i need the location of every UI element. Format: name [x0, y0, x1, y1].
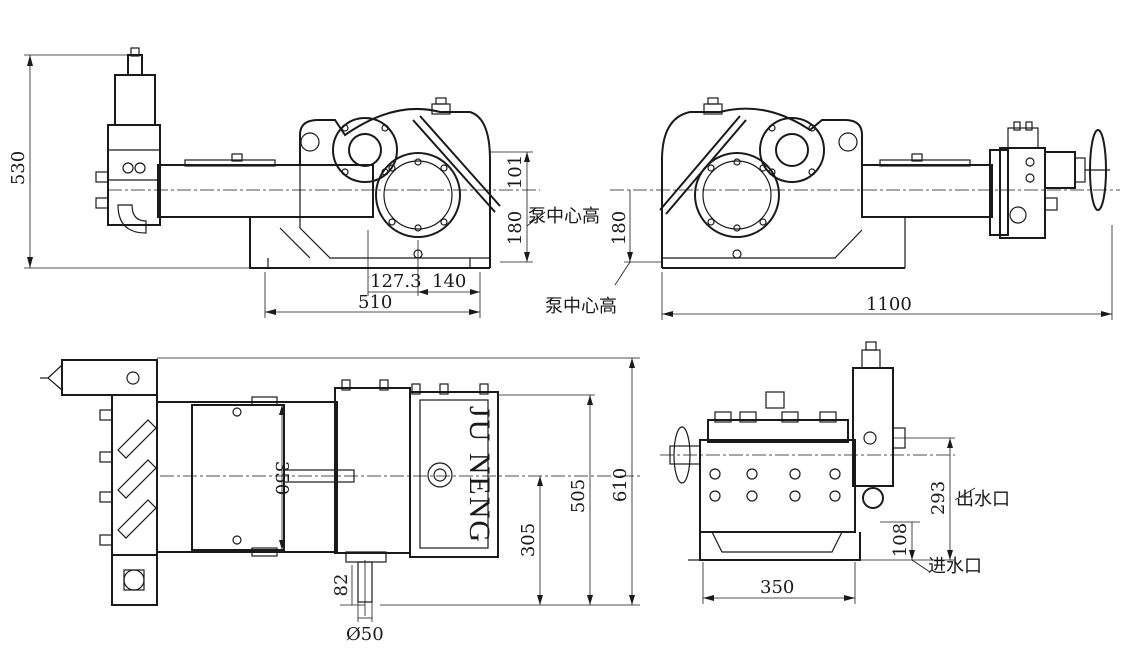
dim-305: 305 — [518, 523, 539, 557]
dim-140: 140 — [432, 271, 466, 292]
dim-505: 505 — [568, 479, 589, 513]
side-view-right — [610, 97, 1120, 320]
dim-o50: Ø50 — [346, 624, 384, 645]
dim-101: 101 — [505, 155, 526, 189]
label-pump-center-height-bottom: 泵中心高 — [545, 296, 617, 317]
dim-82: 82 — [331, 574, 352, 597]
dim-350-bottom: 350 — [760, 577, 794, 598]
dim-1100: 1100 — [866, 294, 912, 315]
end-view — [660, 341, 976, 604]
label-pump-center-height-top: 泵中心高 — [528, 206, 600, 227]
dim-108: 108 — [890, 523, 911, 557]
label-inlet: 进水口 — [928, 556, 982, 577]
dim-610: 610 — [610, 468, 631, 502]
dim-180-left: 180 — [505, 211, 526, 245]
dim-127-3: 127.3 — [370, 271, 422, 292]
brand-lettering: JU NENG — [463, 406, 496, 544]
dim-293: 293 — [928, 481, 949, 515]
label-outlet: 出水口 — [956, 489, 1010, 510]
dim-180-right: 180 — [609, 211, 630, 245]
dim-530: 530 — [8, 151, 29, 185]
dim-510: 510 — [358, 292, 392, 313]
top-view — [40, 357, 640, 622]
side-view-left — [24, 47, 546, 318]
dim-350-top: 350 — [271, 461, 292, 495]
